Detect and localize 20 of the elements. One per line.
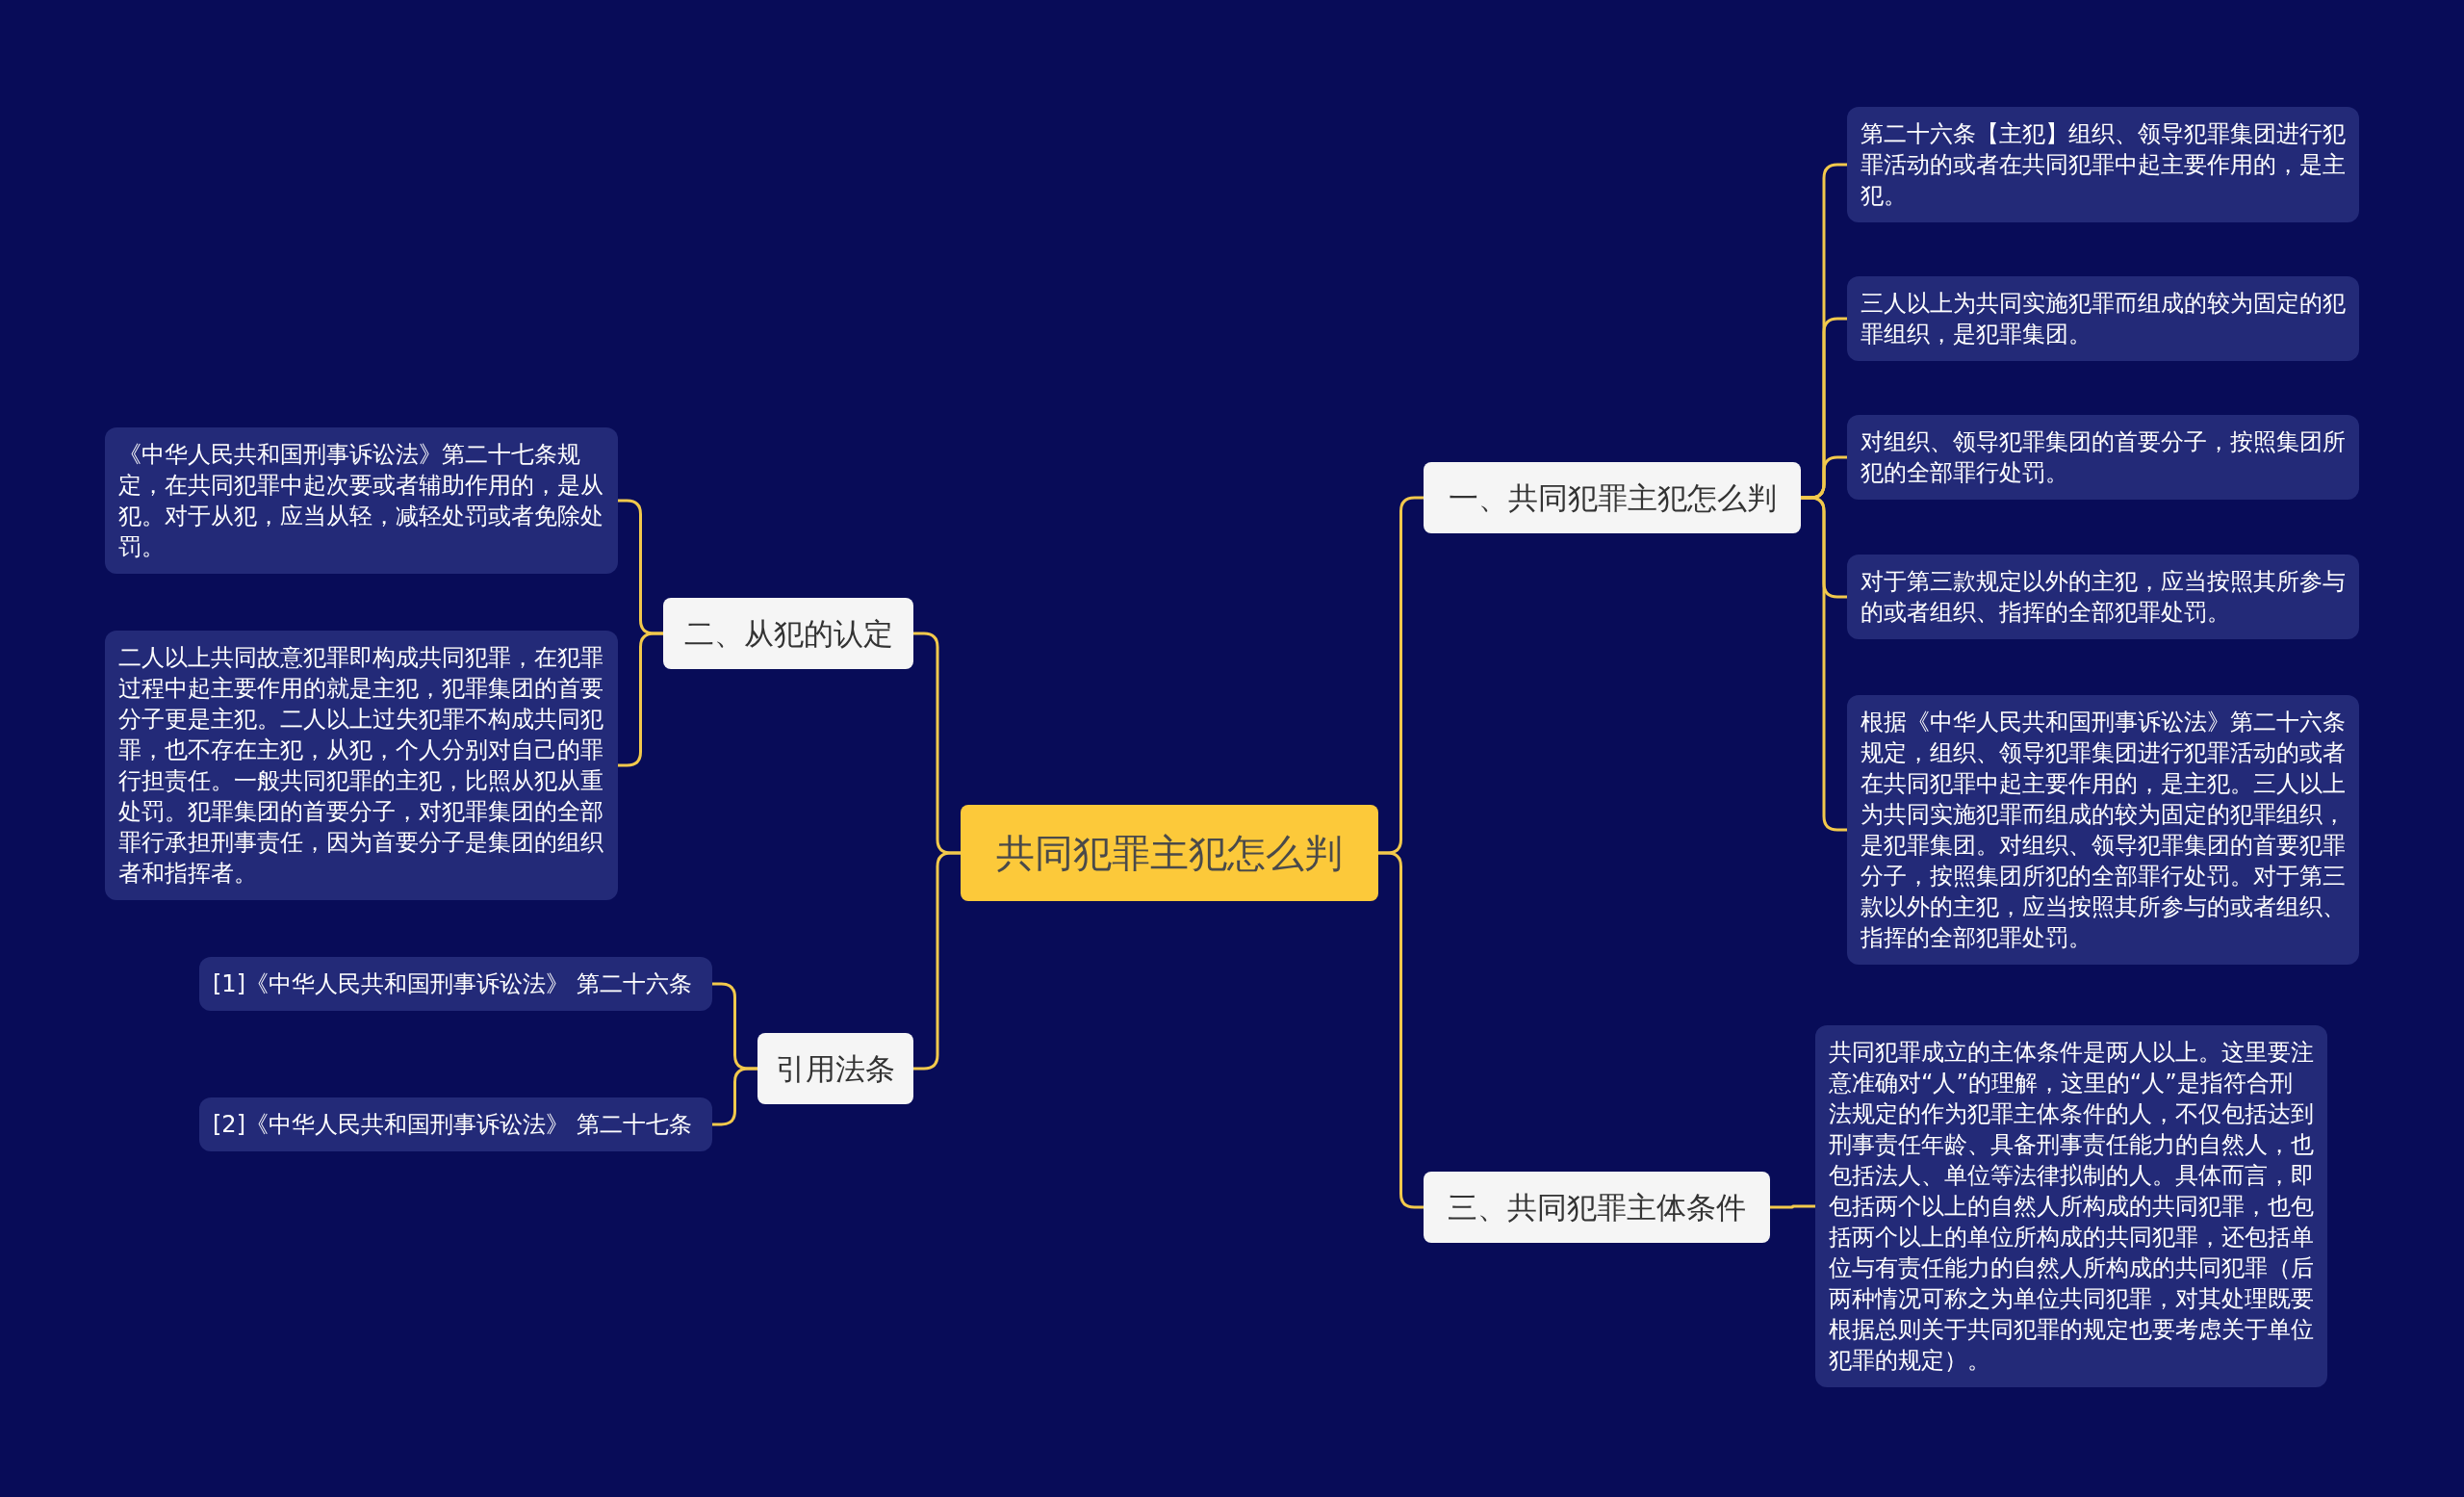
connector-line (1770, 1204, 1815, 1209)
note-card: 《中华人民共和国刑事诉讼法》第二十七条规定，在共同犯罪中起次要或者辅助作用的，是从犯。对于从犯，应当从轻，减轻处罚或者免除处罚。 (105, 427, 618, 574)
note-card: [1]《中华人民共和国刑事诉讼法》 第二十六条 (199, 957, 712, 1011)
note-card: 根据《中华人民共和国刑事诉讼法》第二十六条规定，组织、领导犯罪集团进行犯罪活动的或者在共同犯罪中起主要作用的，是主犯。三人以上为共同实施犯罪而组成的较为固定的犯罪组织，是犯罪集团。对组织、领导犯罪集团的首要犯罪分子，按照集团所犯的全部罪行处罚。对于第三款以外的主犯，应当按照其所参与的或者组织、指挥的全部犯罪处罚。 (1847, 695, 2359, 965)
branch-topic: 引用法条 (757, 1033, 913, 1104)
connector-line (913, 851, 961, 1071)
note-card: 对组织、领导犯罪集团的首要分子，按照集团所犯的全部罪行处罚。 (1847, 415, 2359, 500)
branch-topic: 三、共同犯罪主体条件 (1424, 1172, 1770, 1243)
note-card: 三人以上为共同实施犯罪而组成的较为固定的犯罪组织，是犯罪集团。 (1847, 276, 2359, 361)
branch-topic: 二、从犯的认定 (663, 598, 913, 669)
connector-line (1378, 851, 1424, 1209)
branch-topic: 一、共同犯罪主犯怎么判 (1424, 462, 1801, 533)
note-card: 对于第三款规定以外的主犯，应当按照其所参与的或者组织、指挥的全部犯罪处罚。 (1847, 555, 2359, 639)
central-topic: 共同犯罪主犯怎么判 (961, 805, 1378, 901)
note-card: 二人以上共同故意犯罪即构成共同犯罪，在犯罪过程中起主要作用的就是主犯，犯罪集团的首要分子更是主犯。二人以上过失犯罪不构成共同犯罪，也不存在主犯，从犯，个人分别对自己的罪行担责任。一般共同犯罪的主犯，比照从犯从重处罚。犯罪集团的首要分子，对犯罪集团的全部罪行承担刑事责任，因为首要分子是集团的组织者和指挥者。 (105, 631, 618, 900)
note-card: 共同犯罪成立的主体条件是两人以上。这里要注意准确对“人”的理解，这里的“人”是指符合刑法规定的作为犯罪主体条件的人，不仅包括达到刑事责任年龄、具备刑事责任能力的自然人，也包括法人、单位等法律拟制的人。具体而言，即包括两个以上的自然人所构成的共同犯罪，也包括两个以上的单位所构成的共同犯罪，还包括单位与有责任能力的自然人所构成的共同犯罪（后两种情况可称之为单位共同犯罪，对其处理既要根据总则关于共同犯罪的规定也要考虑关于单位犯罪的规定）。 (1815, 1025, 2327, 1387)
note-card: [2]《中华人民共和国刑事诉讼法》 第二十七条 (199, 1097, 712, 1151)
connector-line (618, 632, 663, 767)
connector-line (1801, 496, 1847, 832)
note-card: 第二十六条【主犯】组织、领导犯罪集团进行犯罪活动的或者在共同犯罪中起主要作用的，是主犯。 (1847, 107, 2359, 222)
